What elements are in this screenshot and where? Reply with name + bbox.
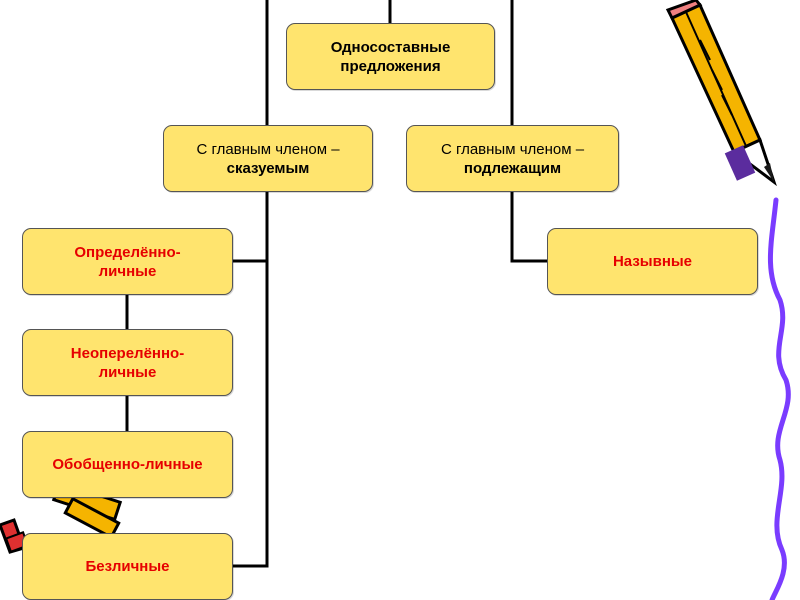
predicate-branch-node: С главным членом – сказуемым bbox=[163, 125, 373, 192]
generalized-personal-node: Обобщенно-личные bbox=[22, 431, 233, 498]
indefinite-personal-line2: личные bbox=[98, 363, 157, 381]
impersonal-node: Безличные bbox=[22, 533, 233, 600]
root-line2: предложения bbox=[340, 57, 441, 75]
root-line1: Односоставные bbox=[330, 38, 451, 56]
nominative-line1: Назывные bbox=[612, 253, 693, 270]
indefinite-personal-node: Неоперелённо- личные bbox=[22, 329, 233, 396]
definite-personal-line2: личные bbox=[98, 262, 157, 280]
generalized-personal-line1: Обобщенно-личные bbox=[52, 456, 203, 473]
indefinite-personal-line1: Неоперелённо- bbox=[70, 344, 185, 362]
impersonal-line1: Безличные bbox=[85, 558, 170, 575]
root-node: Односоставные предложения bbox=[286, 23, 495, 90]
subject-branch-node: С главным членом – подлежащим bbox=[406, 125, 619, 192]
subject-branch-line1: С главным членом – bbox=[440, 140, 585, 158]
predicate-branch-line1: С главным членом – bbox=[196, 140, 340, 158]
definite-personal-node: Определённо- личные bbox=[22, 228, 233, 295]
subject-branch-line2: подлежащим bbox=[463, 159, 562, 177]
predicate-branch-line2: сказуемым bbox=[226, 159, 310, 177]
definite-personal-line1: Определённо- bbox=[74, 243, 181, 261]
nominative-node: Назывные bbox=[547, 228, 758, 295]
